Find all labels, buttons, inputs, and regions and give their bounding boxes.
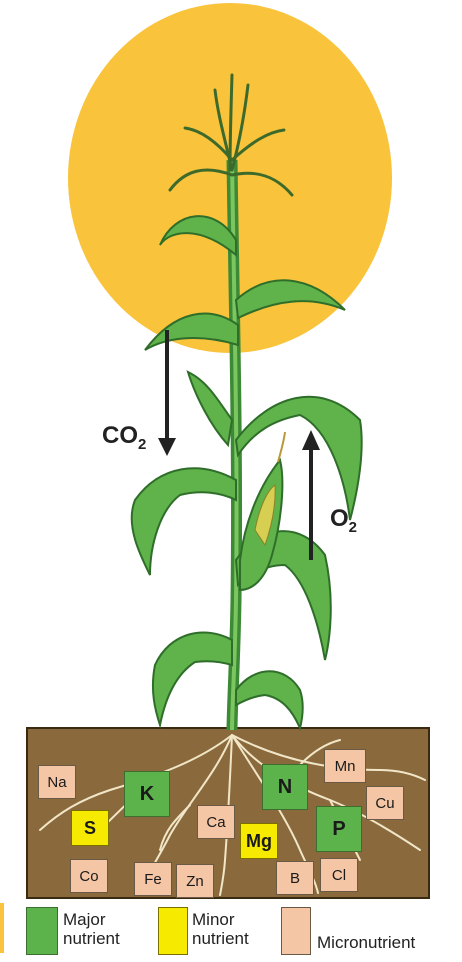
nutrient-box-b: B (276, 861, 314, 895)
legend-swatch-major (26, 907, 58, 955)
o2-label: O2 (330, 505, 357, 536)
legend-label-major: Major nutrient (63, 910, 120, 948)
nutrient-box-mn: Mn (324, 749, 366, 783)
nutrient-symbol: Mn (335, 758, 356, 775)
nutrient-box-mg: Mg (240, 823, 278, 859)
nutrient-box-na: Na (38, 765, 76, 799)
co2-subscript: 2 (138, 436, 146, 453)
nutrient-symbol: N (278, 776, 292, 799)
nutrient-symbol: Mg (246, 831, 272, 852)
nutrient-box-cu: Cu (366, 786, 404, 820)
co2-label: CO2 (102, 422, 146, 453)
nutrient-box-zn: Zn (176, 864, 214, 898)
o2-base: O (330, 505, 349, 532)
nutrient-box-fe: Fe (134, 862, 172, 896)
co2-base: CO (102, 422, 138, 449)
nutrient-box-cl: Cl (320, 858, 358, 892)
nutrient-symbol: Ca (206, 814, 225, 831)
nutrient-symbol: S (84, 818, 96, 839)
nutrient-symbol: K (140, 783, 154, 806)
nutrient-symbol: Co (79, 868, 98, 885)
legend-edge-mark (0, 903, 4, 953)
nutrient-box-n: N (262, 764, 308, 810)
legend-label-minor: Minor nutrient (192, 910, 249, 948)
nutrient-box-ca: Ca (197, 805, 235, 839)
nutrient-symbol: B (290, 870, 300, 887)
nutrient-symbol: Na (47, 774, 66, 791)
nutrient-symbol: Zn (186, 873, 204, 890)
legend-swatch-minor (158, 907, 188, 955)
nutrient-symbol: Cl (332, 867, 346, 884)
nutrient-symbol: Cu (375, 795, 394, 812)
co2-arrow (158, 330, 176, 456)
legend-swatch-micro (281, 907, 311, 955)
o2-subscript: 2 (349, 519, 357, 536)
nutrient-symbol: Fe (144, 871, 162, 888)
nutrient-box-co: Co (70, 859, 108, 893)
nutrient-box-p: P (316, 806, 362, 852)
nutrient-box-s: S (71, 810, 109, 846)
nutrient-symbol: P (332, 818, 345, 841)
legend-label-micro: Micronutrient (317, 933, 415, 952)
nutrient-box-k: K (124, 771, 170, 817)
